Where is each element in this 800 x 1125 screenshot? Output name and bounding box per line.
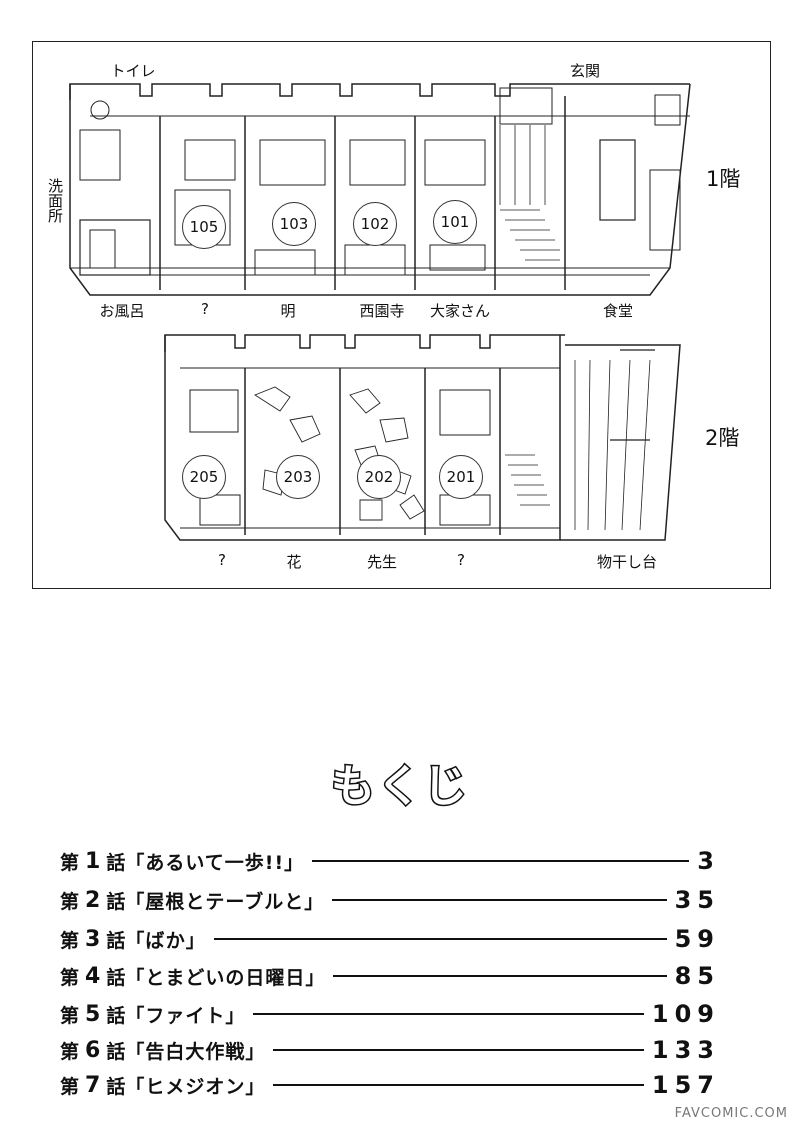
label-drying-platform: 物干し台	[596, 553, 658, 571]
label-entrance: 玄関	[569, 62, 601, 80]
floor-plan-drawing	[69, 83, 691, 541]
floor1-label: 1階	[706, 167, 741, 191]
room-103-marker: 103	[272, 202, 316, 246]
room-105-marker: 105	[182, 205, 226, 249]
leader-line	[273, 1084, 644, 1086]
floor2-label: 2階	[705, 426, 740, 450]
label-bath: お風呂	[99, 302, 145, 320]
chapter-page: 85	[674, 962, 720, 990]
chapter-title: 「あるいて一歩!!」	[125, 851, 305, 874]
chapter-suffix: 話	[106, 1075, 126, 1098]
chapter-number: 4	[85, 963, 101, 989]
chapter-suffix: 話	[106, 851, 126, 874]
chapter-number: 5	[85, 1001, 101, 1027]
chapter-title: 「ファイト」	[125, 1004, 246, 1027]
chapter-prefix: 第	[60, 929, 80, 952]
leader-line	[213, 938, 667, 940]
leader-line	[253, 1013, 644, 1015]
chapter-page: 109	[651, 1000, 720, 1028]
floor-plan-frame	[32, 41, 771, 589]
chapter-number: 6	[85, 1037, 101, 1063]
toc-row-chapter-1[interactable]: 第 1 話 「あるいて一歩!!」 3	[60, 846, 720, 876]
leader-line	[273, 1049, 644, 1051]
chapter-prefix: 第	[60, 1004, 80, 1027]
chapter-prefix: 第	[60, 1075, 80, 1098]
chapter-prefix: 第	[60, 890, 80, 913]
chapter-page: 157	[651, 1071, 720, 1099]
chapter-number: 1	[85, 848, 101, 874]
chapter-suffix: 話	[106, 890, 126, 913]
toc-row-chapter-2[interactable]: 第 2 話 「屋根とテーブルと」 35	[60, 885, 720, 915]
chapter-suffix: 話	[106, 1040, 126, 1063]
chapter-page: 133	[651, 1036, 720, 1064]
label-dining: 食堂	[602, 302, 634, 320]
chapter-title: 「とまどいの日曜日」	[125, 966, 326, 989]
toc-title: もくじ	[330, 760, 469, 814]
label-room203-tenant: 花	[286, 553, 302, 571]
chapter-prefix: 第	[60, 851, 80, 874]
chapter-page: 3	[697, 847, 720, 875]
chapter-prefix: 第	[60, 966, 80, 989]
label-room101-tenant: 大家さん	[429, 302, 491, 320]
chapter-prefix: 第	[60, 1040, 80, 1063]
chapter-suffix: 話	[106, 966, 126, 989]
toc-row-chapter-3[interactable]: 第 3 話 「ばか」 59	[60, 924, 720, 954]
toc-row-chapter-7[interactable]: 第 7 話 「ヒメジオン」 157	[60, 1070, 720, 1100]
chapter-title: 「屋根とテーブルと」	[125, 890, 325, 913]
room-205-marker: 205	[182, 455, 226, 499]
label-room105-tenant: ?	[201, 300, 209, 318]
chapter-suffix: 話	[106, 1004, 126, 1027]
chapter-suffix: 話	[106, 929, 126, 952]
floor2-drawing	[164, 334, 681, 541]
chapter-title: 「ヒメジオン」	[125, 1075, 266, 1098]
room-101-marker: 101	[433, 200, 477, 244]
toc-row-chapter-6[interactable]: 第 6 話 「告白大作戦」 133	[60, 1035, 720, 1065]
label-toilet: トイレ	[110, 62, 156, 80]
leader-line	[332, 899, 667, 901]
toc-row-chapter-5[interactable]: 第 5 話 「ファイト」 109	[60, 999, 720, 1029]
chapter-page: 59	[674, 925, 720, 953]
leader-line	[312, 860, 690, 862]
chapter-title: 「告白大作戦」	[125, 1040, 266, 1063]
leader-line	[333, 975, 667, 977]
chapter-number: 2	[85, 887, 101, 913]
chapter-page: 35	[674, 886, 720, 914]
chapter-number: 7	[85, 1072, 101, 1098]
label-washroom: 洗面所	[46, 178, 64, 223]
site-watermark: FAVCOMIC.COM	[674, 1106, 788, 1121]
label-room102-tenant: 西園寺	[359, 302, 405, 320]
room-102-marker: 102	[353, 202, 397, 246]
room-202-marker: 202	[357, 455, 401, 499]
room-201-marker: 201	[439, 455, 483, 499]
toc-row-chapter-4[interactable]: 第 4 話 「とまどいの日曜日」 85	[60, 961, 720, 991]
room-203-marker: 203	[276, 455, 320, 499]
label-room201-tenant: ?	[457, 551, 465, 569]
label-room202-tenant: 先生	[366, 553, 398, 571]
chapter-title: 「ばか」	[125, 929, 206, 952]
label-room103-tenant: 明	[280, 302, 296, 320]
floor1-drawing	[69, 83, 691, 296]
chapter-number: 3	[85, 926, 101, 952]
label-room205-tenant: ?	[218, 551, 226, 569]
